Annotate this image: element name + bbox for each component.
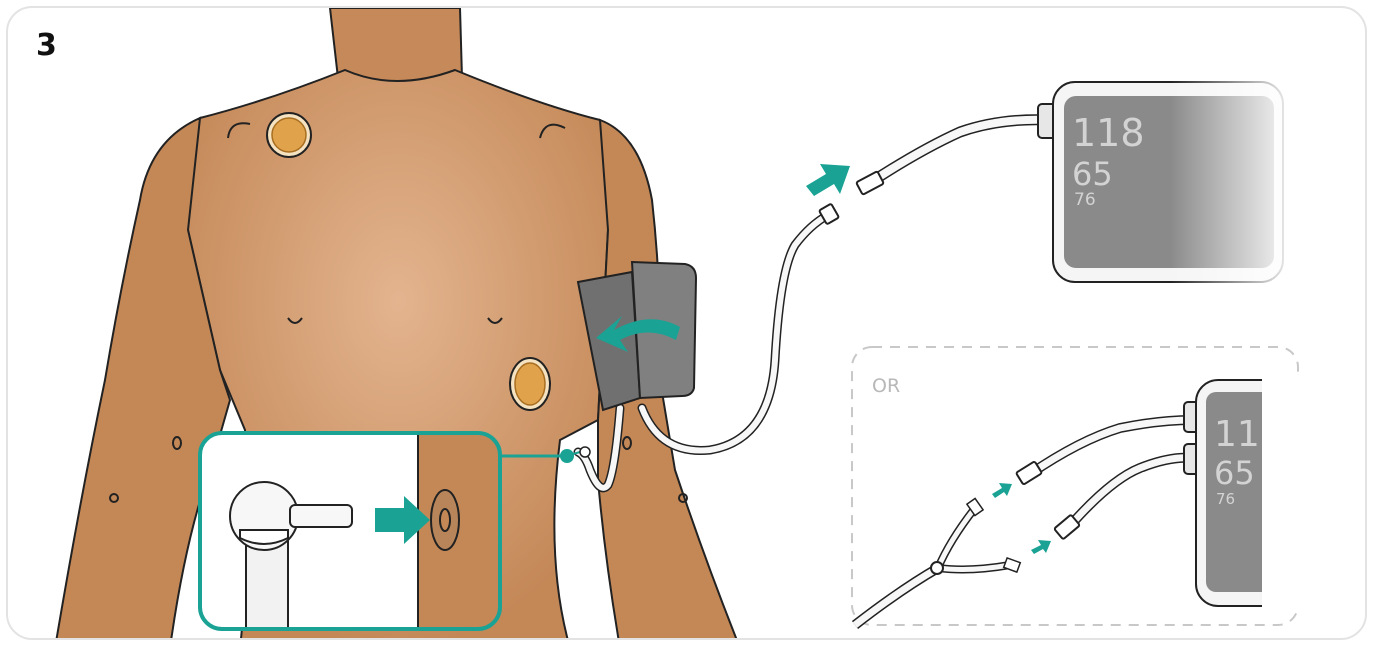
small-arrow-icon-2: [1031, 540, 1051, 554]
diastolic-readout: 65: [1072, 155, 1113, 193]
bp-monitor-alternative: 11 65 76: [1184, 376, 1302, 612]
chest-port-upper: [267, 113, 311, 157]
systolic-readout: 118: [1072, 111, 1145, 155]
step-number: 3: [36, 28, 57, 63]
pulse-readout: 76: [1074, 190, 1096, 210]
chest-port-side: [510, 358, 550, 410]
or-label: OR: [872, 375, 900, 397]
alt-diastolic-readout: 65: [1214, 454, 1255, 492]
bp-monitor-main: 118 65 76: [1038, 78, 1300, 288]
arrow-up-right-icon: [806, 164, 850, 196]
alt-systolic-readout: 11: [1214, 414, 1260, 455]
alt-pulse-readout: 76: [1216, 490, 1235, 508]
small-arrow-icon-1: [992, 483, 1012, 498]
